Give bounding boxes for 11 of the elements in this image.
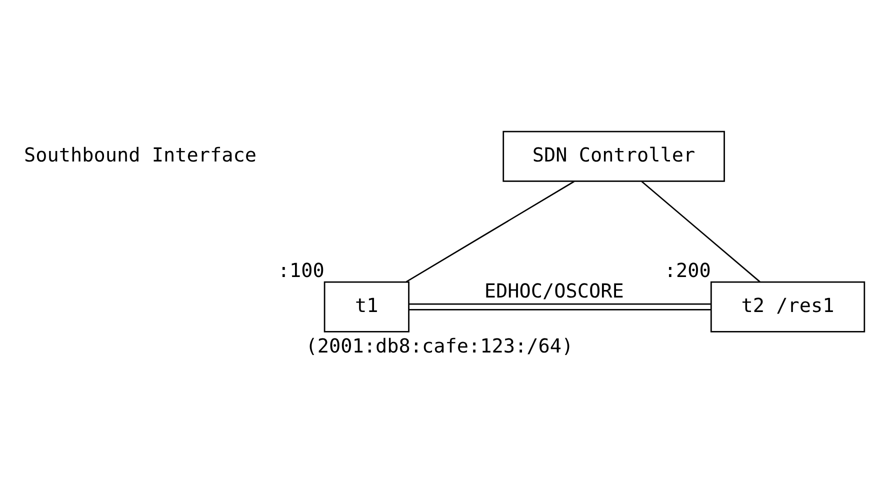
node-box: SDN Controller — [502, 130, 725, 182]
node-label: :100 — [278, 258, 324, 282]
node-box: t1 — [324, 280, 410, 332]
connector — [408, 302, 712, 310]
node-box: t2 /res1 — [710, 280, 866, 332]
connector — [641, 180, 760, 282]
label: Southbound Interface — [24, 142, 257, 166]
edge-label: EDHOC/OSCORE — [484, 278, 624, 302]
node-label: :200 — [664, 258, 711, 282]
caption: (2001:db8:cafe:123:/64) — [306, 334, 574, 358]
connector — [406, 180, 574, 282]
